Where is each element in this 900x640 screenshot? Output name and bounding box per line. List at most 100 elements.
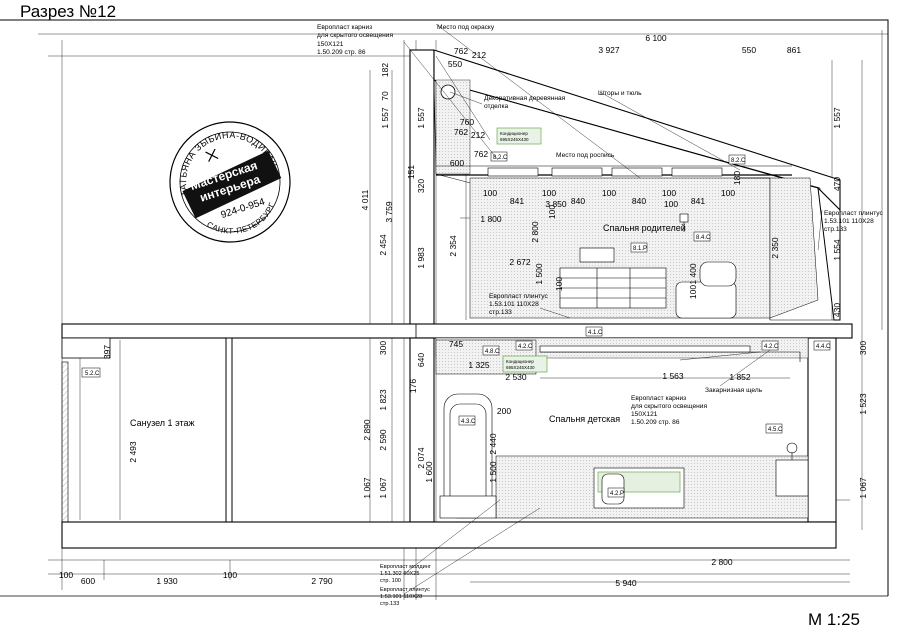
svg-text:430: 430 bbox=[832, 303, 842, 317]
svg-text:2 790: 2 790 bbox=[311, 576, 333, 586]
svg-text:8.1.Р: 8.1.Р bbox=[633, 246, 647, 252]
scale-label: М 1:25 bbox=[808, 610, 860, 629]
svg-text:70: 70 bbox=[380, 91, 390, 101]
svg-text:2 590: 2 590 bbox=[378, 429, 388, 451]
svg-text:1 563: 1 563 bbox=[662, 371, 684, 381]
svg-text:840: 840 bbox=[632, 196, 646, 206]
svg-text:3 927: 3 927 bbox=[598, 45, 620, 55]
svg-text:для скрытого освещения: для скрытого освещения bbox=[631, 403, 707, 410]
svg-text:100: 100 bbox=[602, 188, 616, 198]
nightstand bbox=[775, 459, 809, 497]
svg-text:стр.133: стр.133 bbox=[380, 601, 399, 607]
svg-text:1.50.209 стр. 86: 1.50.209 стр. 86 bbox=[317, 49, 366, 56]
lower-structure bbox=[61, 337, 837, 549]
door-trim bbox=[439, 495, 497, 519]
svg-text:320: 320 bbox=[416, 179, 426, 193]
svg-text:100: 100 bbox=[223, 570, 237, 580]
svg-text:2 454: 2 454 bbox=[378, 234, 388, 256]
svg-text:стр. 100: стр. 100 bbox=[380, 578, 401, 584]
svg-text:182: 182 bbox=[380, 63, 390, 77]
room-labels: Спальня родителей Спальня детская Санузе… bbox=[130, 223, 686, 428]
svg-text:151: 151 bbox=[406, 165, 416, 179]
svg-text:695Х245Х430: 695Х245Х430 bbox=[506, 365, 535, 370]
svg-text:Кондиционер: Кондиционер bbox=[506, 359, 534, 364]
room-bathroom: Санузел 1 этаж bbox=[130, 418, 195, 428]
svg-text:Декоративная деревянная: Декоративная деревянная bbox=[484, 95, 566, 102]
vertical-dimensions: 70 182 1 557 1 557 4 011 3 759 151 320 2… bbox=[102, 63, 868, 499]
svg-text:4.5.С: 4.5.С bbox=[768, 427, 783, 433]
svg-text:1 523: 1 523 bbox=[858, 393, 868, 415]
svg-text:695Х245Х430: 695Х245Х430 bbox=[500, 137, 529, 142]
svg-text:отделка: отделка bbox=[484, 103, 508, 110]
svg-text:1 823: 1 823 bbox=[378, 389, 388, 411]
svg-text:6 100: 6 100 bbox=[645, 33, 667, 43]
svg-text:2 493: 2 493 bbox=[128, 441, 138, 463]
svg-text:3 850: 3 850 bbox=[545, 199, 567, 209]
svg-text:100: 100 bbox=[721, 188, 735, 198]
svg-text:397: 397 bbox=[102, 345, 112, 359]
svg-text:4.3.С: 4.3.С bbox=[461, 419, 476, 425]
annotations: Европласт карниз для скрытого освещения … bbox=[317, 24, 884, 607]
svg-text:100: 100 bbox=[688, 285, 698, 299]
parents-furniture bbox=[559, 213, 737, 319]
svg-text:Европласт плинтус: Европласт плинтус bbox=[380, 587, 430, 593]
svg-text:1.51.302 60Х25: 1.51.302 60Х25 bbox=[380, 571, 420, 577]
svg-text:4.2.С: 4.2.С bbox=[764, 344, 779, 350]
svg-text:4 011: 4 011 bbox=[360, 189, 370, 210]
svg-text:4.2.Р: 4.2.Р bbox=[610, 491, 624, 497]
leader-lines bbox=[403, 23, 823, 595]
svg-text:стр.133: стр.133 bbox=[489, 309, 512, 316]
svg-text:1.50.209 стр. 86: 1.50.209 стр. 86 bbox=[631, 419, 680, 426]
svg-text:2 890: 2 890 bbox=[362, 419, 372, 441]
svg-text:1 557: 1 557 bbox=[832, 107, 842, 129]
svg-text:1 500: 1 500 bbox=[488, 461, 498, 483]
svg-text:2 350: 2 350 bbox=[770, 237, 780, 259]
svg-text:100: 100 bbox=[554, 277, 564, 291]
svg-text:840: 840 bbox=[571, 196, 585, 206]
svg-text:2 354: 2 354 bbox=[448, 235, 458, 257]
svg-text:2 672: 2 672 bbox=[509, 257, 531, 267]
dresser-mirror bbox=[579, 247, 615, 263]
svg-text:100: 100 bbox=[664, 199, 678, 209]
svg-text:1 067: 1 067 bbox=[362, 477, 372, 499]
svg-text:1 600: 1 600 bbox=[424, 461, 434, 483]
svg-text:стр.133: стр.133 bbox=[824, 226, 847, 233]
svg-text:2 440: 2 440 bbox=[488, 433, 498, 455]
svg-text:Европласт карниз: Европласт карниз bbox=[317, 24, 372, 31]
floor-slab bbox=[61, 323, 853, 339]
svg-text:3 759: 3 759 bbox=[384, 201, 394, 223]
svg-text:1 325: 1 325 bbox=[468, 360, 490, 370]
svg-text:Европласт плинтус: Европласт плинтус bbox=[824, 210, 884, 217]
svg-text:300: 300 bbox=[858, 341, 868, 355]
svg-text:1 557: 1 557 bbox=[380, 107, 390, 129]
room-bedroom-parents: Спальня родителей bbox=[603, 223, 686, 233]
armchair-back bbox=[699, 261, 737, 287]
svg-text:100: 100 bbox=[483, 188, 497, 198]
room-bedroom-kids: Спальня детская bbox=[549, 414, 620, 424]
svg-text:1 557: 1 557 bbox=[416, 107, 426, 129]
svg-text:212: 212 bbox=[472, 50, 486, 60]
svg-text:176: 176 bbox=[408, 379, 418, 393]
svg-text:550: 550 bbox=[448, 59, 462, 69]
svg-text:8.2.С: 8.2.С bbox=[731, 158, 746, 164]
horizontal-dimensions: 6 100 762 212 3 927 550 861 550 760 762 … bbox=[59, 33, 801, 588]
svg-text:841: 841 bbox=[510, 196, 524, 206]
svg-text:для скрытого освещения: для скрытого освещения bbox=[317, 32, 393, 39]
svg-text:8.2.С: 8.2.С bbox=[493, 155, 508, 161]
svg-text:745: 745 bbox=[449, 339, 463, 349]
svg-text:100: 100 bbox=[547, 205, 557, 219]
svg-text:2 800: 2 800 bbox=[530, 221, 540, 243]
svg-text:1 800: 1 800 bbox=[480, 214, 502, 224]
svg-text:861: 861 bbox=[787, 45, 801, 55]
svg-text:100: 100 bbox=[662, 188, 676, 198]
svg-text:1 983: 1 983 bbox=[416, 247, 426, 269]
svg-text:762: 762 bbox=[454, 127, 468, 137]
sheet-frame bbox=[0, 19, 889, 597]
studio-stamp: ТАТЬЯНА ЗЫБИНА-ВОДИВАЧ САНКТ-ПЕТЕРБУРГ М… bbox=[164, 116, 291, 245]
svg-text:640: 640 bbox=[416, 353, 426, 367]
svg-text:212: 212 bbox=[471, 130, 485, 140]
svg-text:100: 100 bbox=[59, 570, 73, 580]
svg-text:5.2.С: 5.2.С bbox=[85, 371, 100, 377]
svg-text:Шторы и тюль: Шторы и тюль bbox=[598, 90, 642, 97]
